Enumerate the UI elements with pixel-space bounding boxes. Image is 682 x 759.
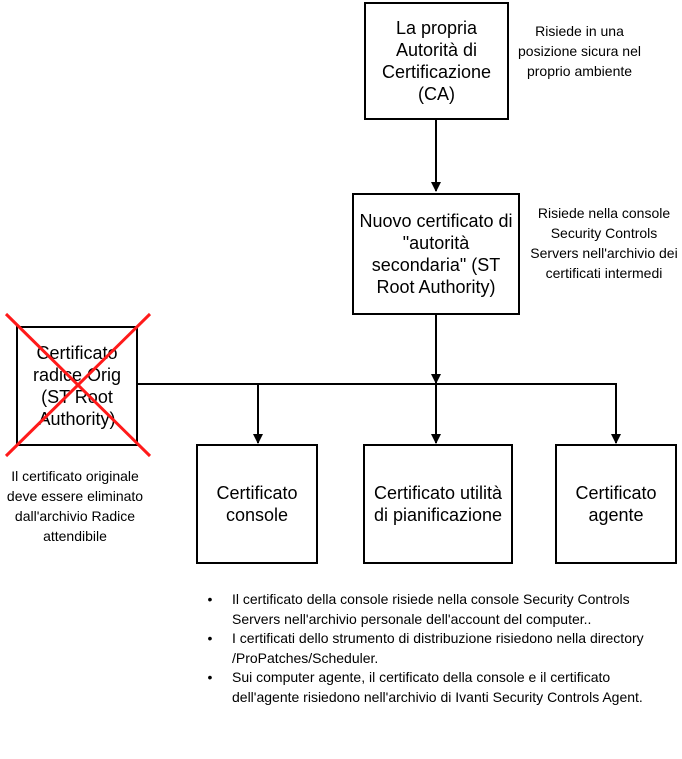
notes-bullet-list: •Il certificato della console risiede ne… <box>205 590 665 707</box>
sub-ca-label: Nuovo certificato di "autorità secondari… <box>359 211 513 297</box>
bullet-item: •Sui computer agente, il certificato del… <box>205 668 665 707</box>
scheduler-cert-box: Certificato utilità di pianificazione <box>363 444 513 564</box>
agent-cert-label: Certificato agente <box>575 483 657 525</box>
sub-ca-note: Risiede nella console Security Controls … <box>530 205 678 281</box>
bullet-icon: • <box>207 630 213 646</box>
ca-note: Risiede in una posizione sicura nel prop… <box>518 23 641 79</box>
cross-out-icon <box>4 312 152 458</box>
console-cert-box: Certificato console <box>196 444 318 564</box>
orig-root-note: Il certificato originale deve essere eli… <box>6 468 144 544</box>
sub-ca-box: Nuovo certificato di "autorità secondari… <box>352 193 520 315</box>
scheduler-cert-label: Certificato utilità di pianificazione <box>373 483 503 525</box>
bullet-item: •Il certificato della console risiede ne… <box>205 590 665 629</box>
console-cert-label: Certificato console <box>216 483 298 525</box>
bullet-item: •I certificati dello strumento di distri… <box>205 629 665 668</box>
bullet-icon: • <box>207 591 213 607</box>
bullet-icon: • <box>207 669 213 685</box>
ca-box: La propria Autorità di Certificazione (C… <box>364 2 509 120</box>
ca-label: La propria Autorità di Certificazione (C… <box>381 18 492 104</box>
agent-cert-box: Certificato agente <box>555 444 677 564</box>
